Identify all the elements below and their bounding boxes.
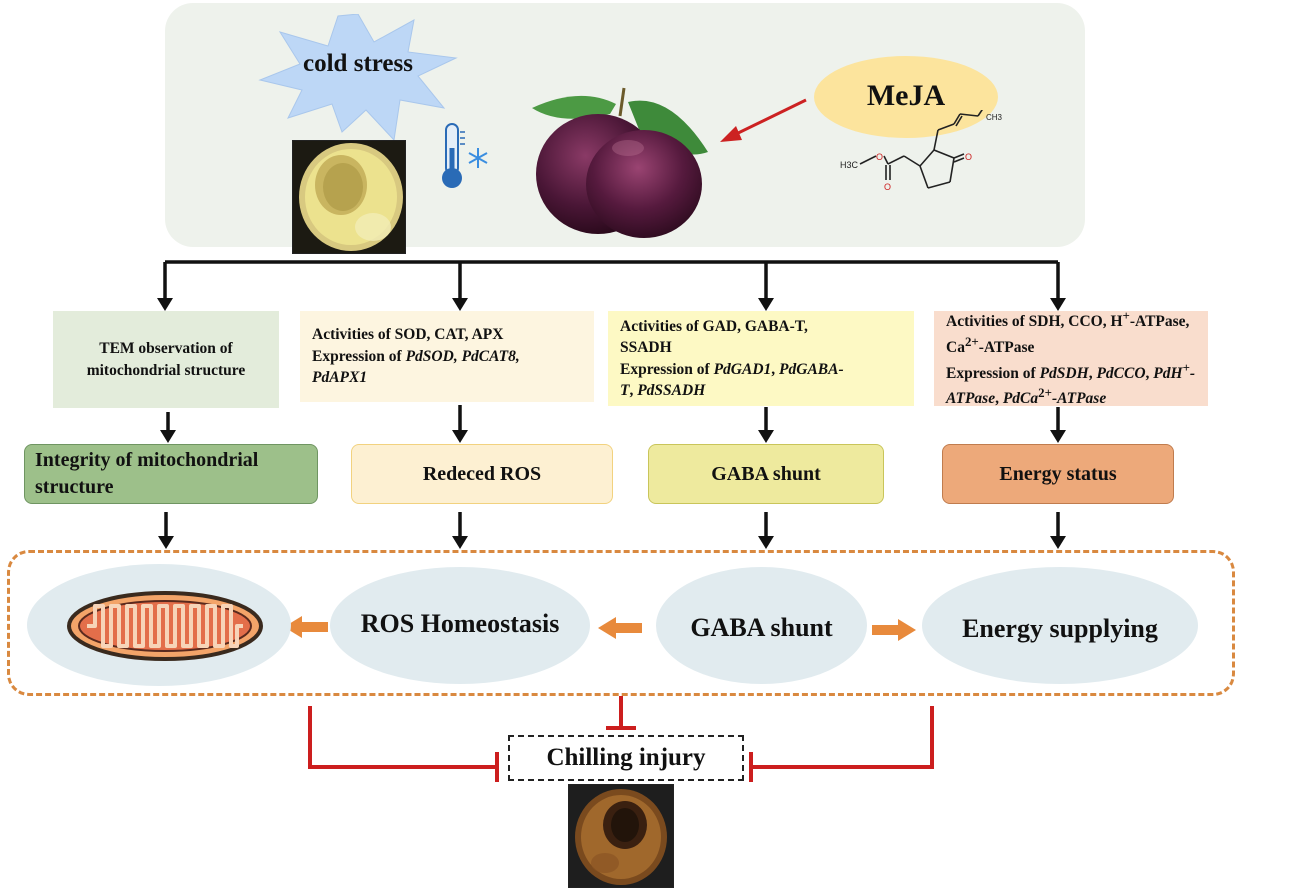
gaba-activities-line1: Activities of GAD, GABA-T, <box>620 317 808 335</box>
gaba-enzyme-box: Activities of GAD, GABA-T, SSADH Express… <box>608 311 914 406</box>
energy-gene-a: PdSDH <box>1039 364 1089 382</box>
energy-gene-c3: ATPase <box>946 390 996 408</box>
energy-expression-prefix: Expression of <box>946 364 1040 382</box>
healthy-plum-photo <box>292 140 406 254</box>
energy-status-label: Energy status <box>999 462 1117 485</box>
sup-2plus: 2+ <box>964 333 979 349</box>
gaba-shunt-result-box: GABA shunt <box>648 444 884 504</box>
tem-line2: mitochondrial structure <box>86 361 246 379</box>
ros-genes-line1: PdSOD, PdCAT8, <box>405 347 520 365</box>
gaba-activities-line2: SSADH <box>620 339 672 357</box>
gaba-gene1: PdGAD1 <box>713 360 772 378</box>
energy-gene-c2: - <box>1189 364 1196 382</box>
energy-gene-d1: PdCa <box>1002 390 1039 408</box>
cold-stress-burst <box>258 14 458 142</box>
antioxidant-enzyme-box: Activities of SOD, CAT, APX Expression o… <box>300 311 594 402</box>
cold-stress-label: cold stress <box>303 50 413 77</box>
ros-genes-line2: PdAPX1 <box>312 369 368 387</box>
energy-activities-d: -ATPase <box>978 339 1035 357</box>
reduced-ros-label: Redeced ROS <box>422 462 542 485</box>
meja-molecule-structure: H3C O O O CH3 <box>840 110 1003 192</box>
gaba-gene2: PdGABA- <box>779 360 844 378</box>
sup-plus-2: + <box>1182 359 1190 375</box>
chilling-injury-label: Chilling injury <box>546 744 706 771</box>
sup-2plus-2: 2+ <box>1038 385 1052 401</box>
meja-label: MeJA <box>866 79 946 112</box>
gaba-gene2-cont: T <box>620 381 630 399</box>
tem-observation-box: TEM observation of mitochondrial structu… <box>53 311 279 408</box>
ros-homeostasis-label: ROS Homeostasis <box>360 609 560 638</box>
energy-supplying-oval <box>922 567 1198 684</box>
integrity-line1: Integrity of mitochondrial <box>35 449 259 471</box>
molecule-label-o3: O <box>965 152 972 162</box>
mitochondrion-icon <box>67 591 263 661</box>
molecule-label-o2: O <box>884 182 891 192</box>
ros-activities: Activities of SOD, CAT, APX <box>312 326 504 344</box>
ros-expression-prefix: Expression of <box>312 347 406 365</box>
mechanism-frame <box>7 550 1235 696</box>
meja-application-arrow <box>720 98 807 142</box>
integrity-line2: structure <box>35 476 114 498</box>
meja-ellipse <box>814 56 998 138</box>
injured-plum-photo <box>568 784 674 888</box>
molecule-label-ch3: CH3 <box>986 113 1003 122</box>
energy-status-box: Energy status <box>942 444 1174 504</box>
integrity-result-box: Integrity of mitochondrial structure <box>24 444 318 504</box>
energy-activities-c: Ca <box>946 339 965 357</box>
gaba-expression-prefix: Expression of <box>620 360 714 378</box>
chilling-injury-box: Chilling injury <box>508 735 744 781</box>
ros-homeostasis-oval <box>330 567 590 684</box>
gaba-shunt-label: GABA shunt <box>690 613 833 642</box>
energy-gene-d2: -ATPase <box>1051 390 1107 408</box>
gaba-shunt-oval <box>656 567 867 684</box>
reduced-ros-box: Redeced ROS <box>351 444 613 504</box>
energy-gene-b: PdCCO <box>1096 364 1146 382</box>
energy-supplying-label: Energy supplying <box>962 614 1158 643</box>
energy-activities-a: Activities of SDH, CCO, H <box>946 313 1123 331</box>
energy-enzyme-box: Activities of SDH, CCO, H+-ATPase, Ca2+-… <box>934 308 1208 408</box>
gaba-shunt-result-label: GABA shunt <box>711 462 821 485</box>
molecule-label-h3c: H3C <box>840 160 859 170</box>
thermometer-snowflake-icon <box>442 123 488 188</box>
tem-line1: TEM observation of <box>99 340 233 358</box>
energy-gene-c1: PdH <box>1153 364 1183 382</box>
plum-fruit-image <box>532 87 708 238</box>
gaba-gene3: PdSSADH <box>637 381 706 399</box>
energy-activities-b: -ATPase, <box>1129 313 1190 331</box>
molecule-label-o1: O <box>876 152 883 162</box>
sup-plus: + <box>1122 308 1130 324</box>
